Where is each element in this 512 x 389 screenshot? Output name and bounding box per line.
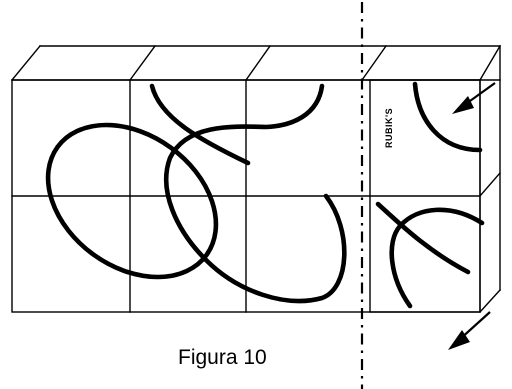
rotation-arrow-top — [452, 82, 496, 114]
cube-right-face — [479, 45, 501, 313]
rotating-cube-section — [369, 79, 481, 313]
rotation-arrow-bottom — [448, 311, 491, 350]
curve-lines — [45, 81, 485, 309]
right-bottom-arc-curve — [389, 207, 485, 309]
upper-arc-curve — [149, 83, 251, 166]
right-lower-curve — [375, 201, 471, 275]
cube-top-face — [11, 45, 501, 81]
large-ellipse-curve — [45, 122, 219, 280]
middle-loop-curve — [164, 83, 347, 304]
cube-front-face-grid — [11, 79, 481, 313]
right-top-arc-curve — [412, 81, 483, 153]
figure-caption: Figura 10 — [178, 346, 267, 369]
rubiks-logo-text: RUBIK'S — [384, 108, 394, 148]
